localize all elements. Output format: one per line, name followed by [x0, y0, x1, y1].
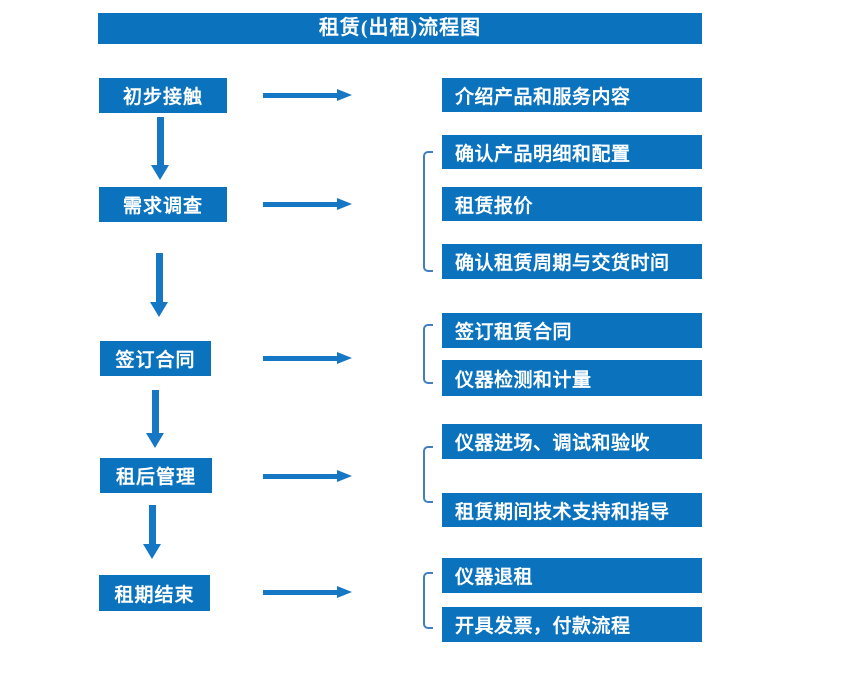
- output-invoice-payment-process: 开具发票，付款流程: [442, 607, 702, 642]
- output-tech-support-during-rental: 租赁期间技术支持和指导: [442, 493, 702, 527]
- arrow-head: [150, 302, 168, 317]
- output-confirm-product-details-config: 确认产品明细和配置: [442, 135, 702, 169]
- group-bracket: [423, 446, 433, 503]
- arrow-stem: [263, 473, 337, 479]
- output-rental-quotation: 租赁报价: [442, 187, 702, 221]
- right-arrow: [263, 586, 352, 598]
- arrow-stem: [263, 92, 337, 98]
- group-bracket: [423, 151, 433, 272]
- arrow-head: [146, 433, 164, 448]
- output-instrument-return: 仪器退租: [442, 558, 702, 593]
- step-initial-contact: 初步接触: [99, 78, 227, 113]
- output-instrument-entry-debug-acceptance: 仪器进场、调试和验收: [442, 424, 702, 459]
- down-arrow: [151, 117, 169, 180]
- arrow-stem: [156, 117, 164, 165]
- step-post-rental-management: 租后管理: [100, 458, 212, 493]
- group-bracket: [423, 572, 433, 629]
- right-arrow: [263, 198, 352, 210]
- arrow-stem: [148, 505, 156, 544]
- right-arrow: [263, 352, 352, 364]
- arrow-head: [143, 544, 161, 559]
- arrow-head: [337, 89, 352, 101]
- output-confirm-rental-period-delivery: 确认租赁周期与交货时间: [442, 244, 702, 279]
- arrow-stem: [151, 390, 159, 433]
- arrow-stem: [263, 589, 337, 595]
- arrow-head: [337, 470, 352, 482]
- arrow-stem: [263, 355, 337, 361]
- down-arrow: [150, 253, 168, 317]
- down-arrow: [146, 390, 164, 448]
- right-arrow: [263, 89, 352, 101]
- arrow-stem: [155, 253, 163, 302]
- group-bracket: [423, 324, 433, 384]
- arrow-head: [337, 198, 352, 210]
- step-rental-end: 租期结束: [99, 575, 210, 611]
- right-arrow: [263, 470, 352, 482]
- arrow-head: [337, 352, 352, 364]
- output-instrument-testing-metering: 仪器检测和计量: [442, 360, 702, 396]
- output-introduce-products-services: 介绍产品和服务内容: [442, 78, 702, 112]
- flowchart-title: 租赁(出租)流程图: [98, 13, 702, 44]
- output-sign-rental-contract: 签订租赁合同: [442, 313, 702, 348]
- arrow-head: [337, 586, 352, 598]
- step-sign-contract: 签订合同: [100, 341, 211, 376]
- arrow-head: [151, 165, 169, 180]
- arrow-stem: [263, 201, 337, 207]
- down-arrow: [143, 505, 161, 559]
- step-demand-survey: 需求调查: [99, 187, 227, 222]
